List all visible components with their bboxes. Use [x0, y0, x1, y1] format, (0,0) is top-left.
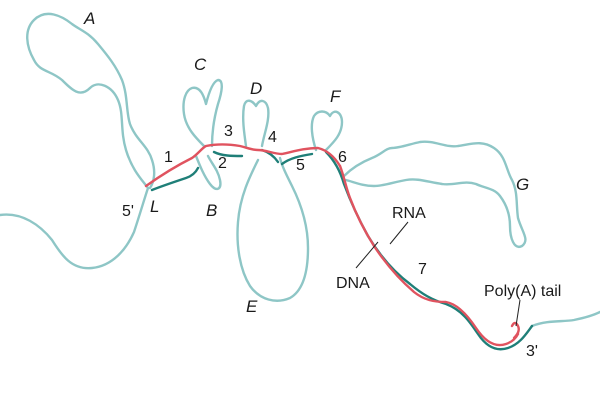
dna-strand-leader — [150, 166, 200, 192]
rna-strand — [144, 143, 520, 347]
strand-labels: 5' 3' RNA DNA Poly(A) tail — [122, 203, 561, 360]
label-loop-a: A — [83, 9, 95, 28]
loop-e — [236, 156, 310, 302]
label-exon-6: 6 — [338, 149, 347, 166]
label-exon-3: 3 — [224, 123, 233, 140]
rna-exons-1-to-6 — [144, 143, 342, 188]
loop-c — [182, 78, 223, 148]
label-exon-5: 5 — [296, 157, 305, 174]
dna-leader-line — [355, 241, 379, 269]
loop-d — [241, 99, 270, 148]
label-loop-g: G — [516, 175, 529, 194]
label-loop-d: D — [250, 79, 262, 98]
rna-leader-line — [389, 221, 409, 245]
dna-strand-exon-2 — [212, 150, 244, 158]
label-5-prime-end: 5' — [122, 203, 134, 220]
label-loop-b: B — [206, 201, 217, 220]
dna-strand-exon-5 — [280, 152, 314, 166]
right-flanking-dna — [530, 310, 600, 328]
loop-g — [342, 140, 527, 248]
label-loop-c: C — [194, 55, 207, 74]
label-poly-a-tail: Poly(A) tail — [484, 283, 561, 300]
exon-labels: 1 2 3 4 5 6 7 — [164, 123, 427, 278]
intron-loops — [0, 12, 600, 328]
poly-a-leader-line — [515, 299, 521, 327]
poly-a-tail-mark — [510, 321, 520, 340]
label-dna: DNA — [336, 275, 370, 292]
label-3-prime-end: 3' — [526, 343, 538, 360]
label-exon-7: 7 — [418, 261, 427, 278]
loop-a — [26, 12, 156, 190]
label-exon-4: 4 — [268, 129, 277, 146]
label-exon-2: 2 — [218, 155, 227, 172]
loop-f — [310, 110, 344, 152]
label-loop-e: E — [246, 297, 258, 316]
left-flanking-dna — [0, 186, 150, 270]
label-rna: RNA — [392, 205, 426, 222]
label-exon-1: 1 — [164, 149, 173, 166]
label-leader-segment: L — [150, 197, 159, 216]
loop-b — [194, 154, 222, 191]
dna-exon-strands — [150, 148, 534, 351]
rna-exon-7 — [338, 164, 520, 347]
loop-labels: A C D F G B E L — [83, 9, 529, 316]
leader-lines — [355, 221, 521, 327]
label-loop-f: F — [330, 87, 342, 106]
